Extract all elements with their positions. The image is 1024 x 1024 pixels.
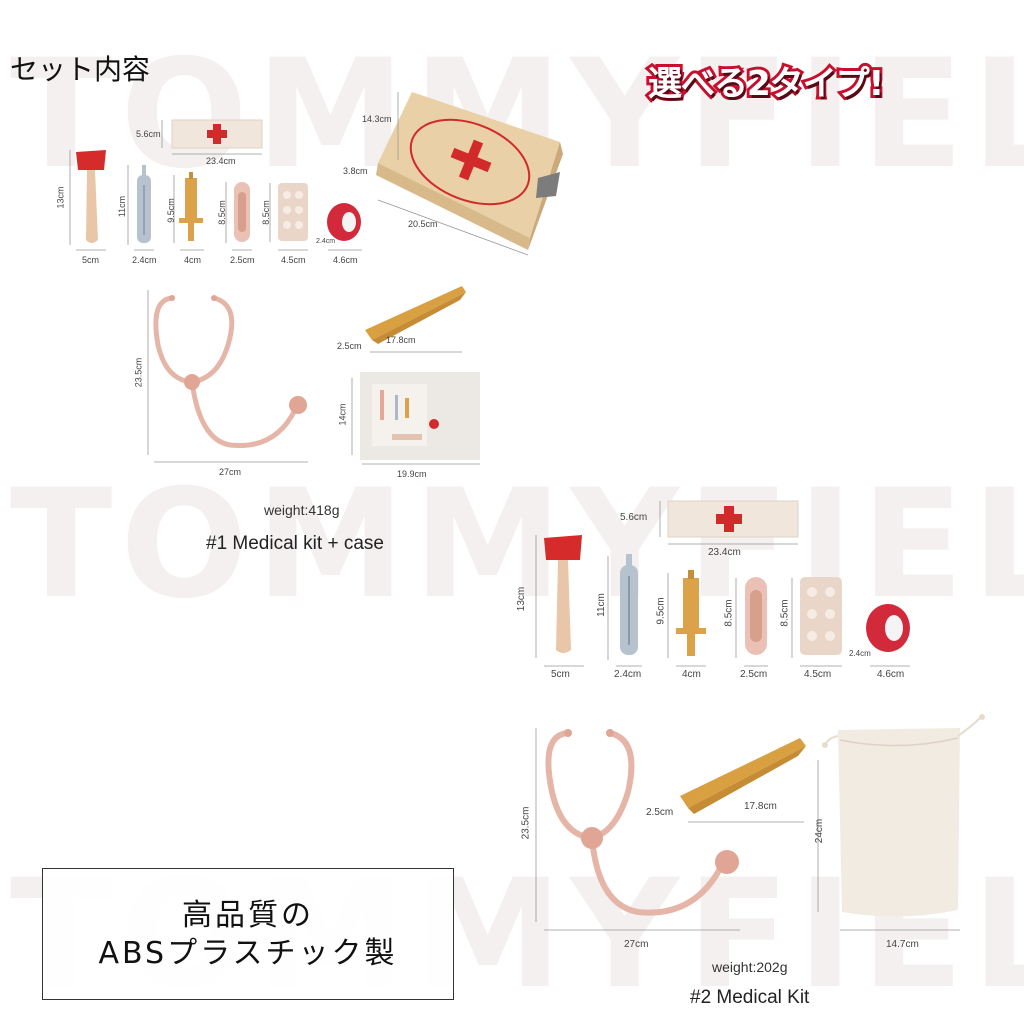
watermark-middle: TOMMYFIELD	[10, 458, 1024, 632]
kit1-card-width: 19.9cm	[397, 469, 427, 479]
material-line-1: 高品質の	[182, 898, 314, 933]
kit1-syringe-width: 4cm	[184, 255, 202, 265]
kit2-hammer-height: 13cm	[516, 586, 528, 612]
kit2-stethoscope-width: 27cm	[624, 939, 649, 950]
kit2-thermometer-icon	[620, 554, 638, 655]
kit1-pill-box-icon	[278, 183, 308, 241]
kit1-tape-depth: 2.4cm	[316, 238, 336, 245]
kit2-spatula-width: 2.5cm	[740, 669, 768, 680]
kit1-pillbox-width: 4.5cm	[281, 255, 306, 265]
kit2-bandage-width: 23.4cm	[708, 547, 741, 558]
kit2-syringe-height: 9.5cm	[655, 597, 667, 625]
kit1-spatula-width: 2.5cm	[230, 255, 255, 265]
kit1-bandage-width: 23.4cm	[206, 156, 236, 166]
kit1-syringe-icon	[179, 172, 203, 241]
kit1-case-height: 14.3cm	[362, 114, 392, 124]
kit1-tape-width: 4.6cm	[333, 255, 358, 265]
kit1-tweezers-width: 17.8cm	[386, 335, 416, 345]
kit2-stethoscope-height: 23.5cm	[520, 806, 532, 840]
kit1-stethoscope-icon	[153, 295, 298, 449]
kit2-pillbox-width: 4.5cm	[804, 669, 832, 680]
kit2-weight: weight:202g	[712, 959, 788, 975]
kit1-label: #1 Medical kit + case	[206, 533, 384, 554]
kit2-tape-width: 4.6cm	[877, 669, 905, 680]
kit2-thermometer-height: 11cm	[595, 593, 607, 617]
kit1-weight: weight:418g	[264, 502, 340, 518]
kit2-spatula-height: 8.5cm	[723, 599, 735, 627]
material-line-2: ABSプラスチック製	[98, 935, 398, 971]
kit1-hammer-width: 5cm	[82, 255, 100, 265]
kit2-tape-roll-icon	[866, 604, 910, 652]
set-contents-heading: セット内容	[10, 53, 151, 86]
kit2-spatula-icon	[745, 577, 767, 655]
kit1-case-depth: 3.8cm	[343, 166, 368, 176]
two-types-badge: 選べる2タイプ! 選べる2タイプ!	[645, 61, 887, 107]
kit1-bandage-icon	[171, 119, 263, 149]
kit2-bandage-icon	[667, 500, 799, 538]
kit2-thermometer-width: 2.4cm	[614, 669, 642, 680]
kit2-label: #2 Medical Kit	[690, 987, 810, 1008]
kit2-tweezers-width: 17.8cm	[744, 801, 777, 812]
kit1-spatula-icon	[234, 182, 250, 242]
material-info-box: 高品質の ABSプラスチック製	[42, 868, 454, 1000]
kit1-thermometer-width: 2.4cm	[132, 255, 157, 265]
kit1-thermometer-icon	[137, 165, 151, 243]
kit1-bandage-height: 5.6cm	[136, 129, 161, 139]
kit2-bag-height: 24cm	[814, 818, 826, 844]
kit1-hammer-icon	[76, 150, 106, 243]
kit2-syringe-icon	[676, 570, 706, 656]
kit2-pill-box-icon	[800, 577, 842, 655]
kit2-tape-depth: 2.4cm	[849, 649, 871, 658]
kit1-tweezers-icon	[365, 286, 466, 344]
kit2-stethoscope-icon	[545, 730, 725, 916]
kit1-tweezers-height: 2.5cm	[337, 341, 362, 351]
kit2-tweezers-height: 2.5cm	[646, 807, 674, 818]
kit1-tape-roll-icon	[327, 203, 361, 241]
kit2-syringe-width: 4cm	[682, 669, 701, 680]
kit1-instruction-card-icon	[360, 372, 480, 460]
kit2-hammer-width: 5cm	[551, 669, 570, 680]
kit2-pillbox-height: 8.5cm	[779, 599, 791, 627]
kit2-hammer-icon	[544, 535, 582, 653]
kit1-wooden-case-icon	[376, 92, 563, 250]
kit2-drawstring-bag-icon	[822, 714, 985, 917]
kit2-tweezers-icon	[680, 738, 806, 814]
kit1-case-width: 20.5cm	[408, 219, 438, 229]
kit1-stethoscope-width: 27cm	[219, 467, 242, 477]
kit2-bandage-height: 5.6cm	[620, 512, 648, 523]
kit2-bag-width: 14.7cm	[886, 939, 919, 950]
